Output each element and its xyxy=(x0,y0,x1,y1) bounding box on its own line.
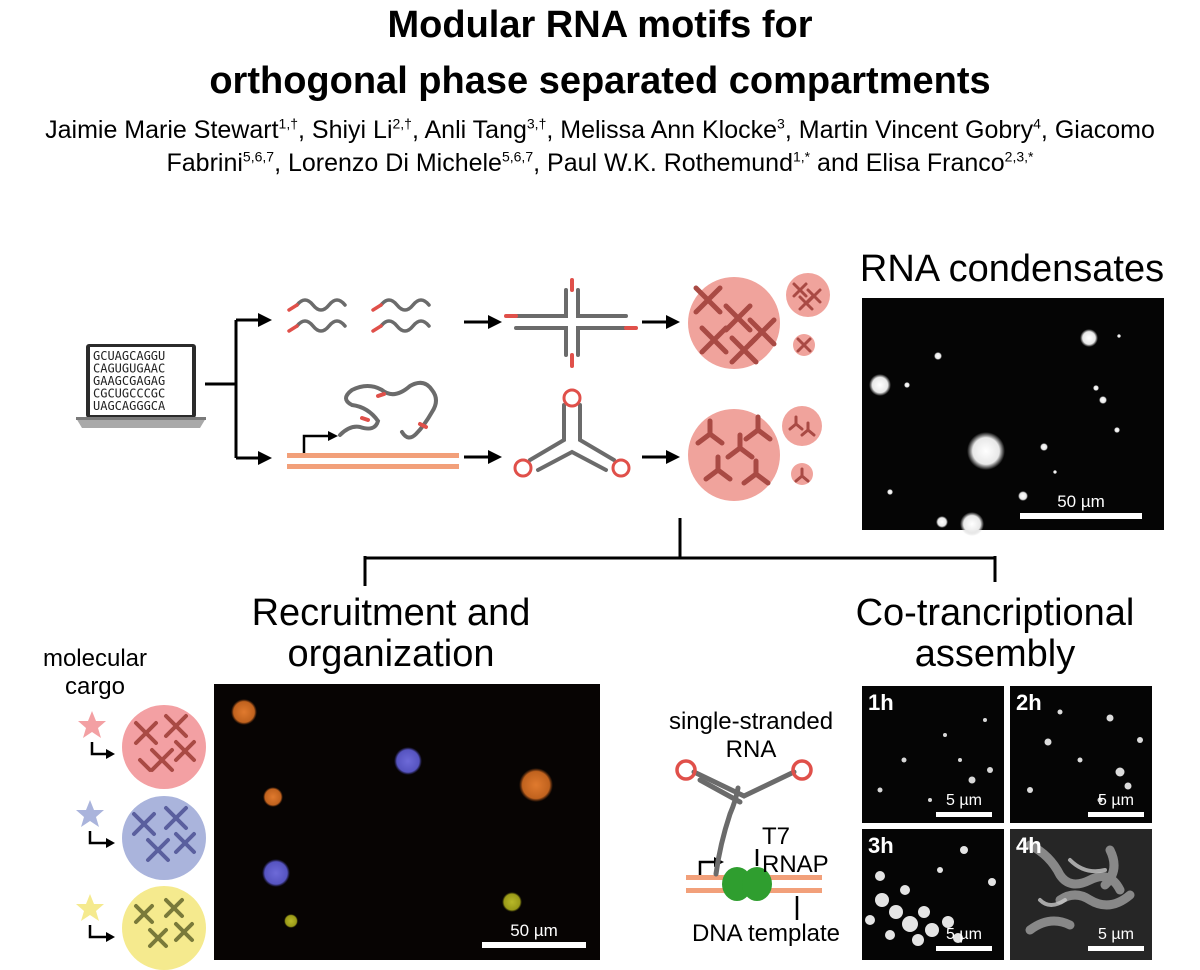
recruitment-title-line-2: organization xyxy=(287,633,495,676)
panel-2h-time: 2h xyxy=(1016,690,1042,715)
author-name: Anli Tang xyxy=(424,116,527,144)
author-separator: , xyxy=(411,116,425,144)
author-affiliation: 3,† xyxy=(526,115,547,132)
rna-strands-wavy xyxy=(287,298,431,333)
author-separator: and xyxy=(810,148,866,177)
condensates-title: RNA condensates xyxy=(859,248,1165,290)
laptop-icon xyxy=(76,344,206,428)
author-separator: , xyxy=(274,148,288,177)
laptop-sequence-line: GCUAGCAGGU xyxy=(93,349,165,363)
timelapse-panel-4h xyxy=(1010,829,1152,960)
author-name: Giacomo Fabrini xyxy=(166,116,1155,177)
author-list: Jaimie Marie Stewart1,†, Shiyi Li2,†, An… xyxy=(0,114,1200,179)
rna-condensates-micrograph xyxy=(862,298,1164,536)
ssrna-line-2: RNA xyxy=(725,735,777,763)
paper-title-line-2: orthogonal phase separated compartments xyxy=(209,60,991,102)
ssrna-line-1: single-stranded xyxy=(668,708,834,735)
recruitment-title-line-1: Recruitment and xyxy=(251,592,531,634)
author-name: Melissa Ann Klocke xyxy=(560,116,778,144)
panel-1h-scale: 5 µm xyxy=(946,792,982,809)
author-affiliation: 2,† xyxy=(392,115,412,132)
timelapse-panel-1h xyxy=(862,686,1004,823)
rnap-right-lobe xyxy=(742,867,772,901)
laptop-sequence-line: CAGUGUGAAC xyxy=(93,362,165,376)
recruitment-scale-label: 50 µm xyxy=(510,921,558,940)
cargo-star-blue-icon xyxy=(76,800,104,827)
author-name: Martin Vincent Gobry xyxy=(798,116,1034,144)
cotranscriptional-title-line-1: Co-trancriptional xyxy=(855,592,1135,634)
timelapse-panel-3h xyxy=(862,829,1004,960)
author-separator: , xyxy=(298,116,312,144)
author-affiliation: 1,* xyxy=(792,148,811,165)
cross-condensate-droplets xyxy=(688,273,830,369)
cotranscriptional-title: Co-trancriptional assembly xyxy=(800,592,1190,676)
dna-template-label: DNA template xyxy=(691,920,841,947)
panel-3h-time: 3h xyxy=(868,833,894,858)
molecular-cargo-label: molecular cargo xyxy=(20,645,170,700)
author-name: Shiyi Li xyxy=(311,116,393,144)
author-affiliation: 3 xyxy=(777,115,785,132)
panel-2h-scale: 5 µm xyxy=(1098,792,1134,809)
single-stranded-rna-label: single-stranded RNA xyxy=(656,708,846,763)
author-affiliation: 5,6,7 xyxy=(242,148,275,165)
panel-1h-time: 1h xyxy=(868,690,894,715)
cargo-droplet-blue xyxy=(122,796,206,880)
y-condensate-droplets xyxy=(688,406,822,501)
cotranscription-schematic xyxy=(675,759,822,920)
panel-3h-scale: 5 µm xyxy=(946,926,982,943)
author-name: Jaimie Marie Stewart xyxy=(45,116,279,144)
three-arm-junction xyxy=(513,388,631,478)
author-name: Elisa Franco xyxy=(865,148,1005,177)
cargo-droplet-yellow xyxy=(122,886,206,970)
transcription-template xyxy=(287,380,459,469)
four-arm-junction xyxy=(504,278,638,368)
molecular-cargo-line-1: molecular xyxy=(42,645,148,672)
laptop-sequence-text: GCUAGCAGGUCAGUGUGAACGAAGCGAGAGCGCUGCCCGC… xyxy=(93,349,166,413)
cotranscriptional-title-line-2: assembly xyxy=(914,633,1076,676)
condensates-scale-label: 50 µm xyxy=(1057,492,1105,511)
laptop-sequence-line: CGCUGCCCGC xyxy=(93,387,165,401)
author-separator: , xyxy=(533,148,548,177)
panel-4h-time: 4h xyxy=(1016,833,1042,858)
author-affiliation: 2,3,* xyxy=(1004,148,1034,165)
cargo-star-yellow-icon xyxy=(76,894,104,921)
author-separator: , xyxy=(784,116,799,144)
author-separator: , xyxy=(546,116,561,144)
author-affiliation: 1,† xyxy=(278,115,298,132)
molecular-cargo-line-2: cargo xyxy=(64,672,126,700)
cargo-star-red-icon xyxy=(78,711,106,738)
recruitment-micrograph xyxy=(214,684,600,960)
author-affiliation: 5,6,7 xyxy=(501,148,534,165)
recruitment-title: Recruitment and organization xyxy=(195,592,587,676)
timelapse-panel-2h xyxy=(1010,686,1152,823)
author-separator: , xyxy=(1040,116,1055,144)
cargo-droplet-red xyxy=(122,705,206,789)
panel-4h-scale: 5 µm xyxy=(1098,926,1134,943)
laptop-sequence-line: UAGCAGGGCA xyxy=(93,399,166,413)
author-name: Paul W.K. Rothemund xyxy=(547,148,793,177)
author-affiliation: 4 xyxy=(1033,115,1041,132)
t7-rnap-label: T7 RNAP xyxy=(762,823,829,878)
paper-title-line-1: Modular RNA motifs for xyxy=(387,4,813,46)
author-name: Lorenzo Di Michele xyxy=(287,148,502,177)
laptop-sequence-line: GAAGCGAGAG xyxy=(93,374,165,388)
